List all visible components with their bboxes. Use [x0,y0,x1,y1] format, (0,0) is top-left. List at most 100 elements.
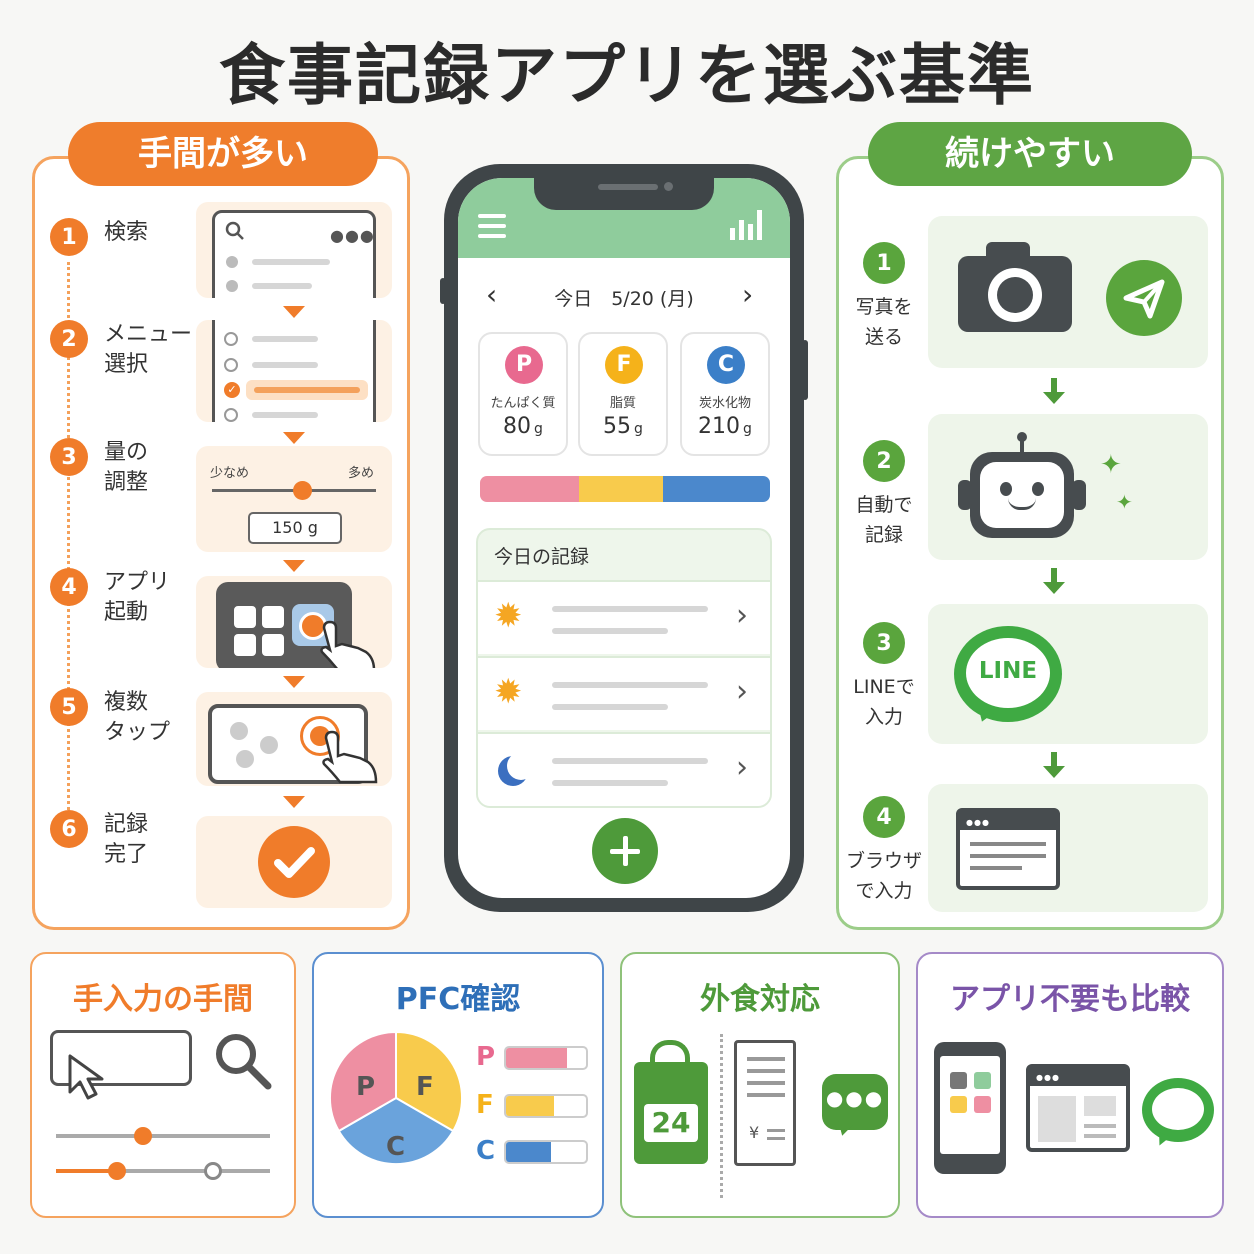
amount-slider-track[interactable] [212,481,376,500]
step-label: アプリ 起動 [104,570,171,625]
nutrient-value: 80 [503,414,532,439]
nutrient-unit: g [634,421,643,437]
step-number: 5 [50,688,88,726]
down-arrow-icon [283,560,305,572]
step-label: 自動で 記録 [855,494,913,546]
bag-number: 24 [651,1106,691,1139]
add-record-button[interactable] [592,818,658,884]
down-arrow-icon [1043,766,1065,778]
divider [720,1034,723,1198]
slider-min-label: 少なめ [210,466,250,481]
meal-row[interactable]: › [478,732,770,806]
message-bubble-icon [1142,1078,1214,1150]
slider-thumb[interactable] [204,1162,222,1180]
menu-icon[interactable] [478,214,506,238]
bar-label-f: F [476,1090,494,1120]
slider-thumb[interactable] [134,1127,152,1145]
nutrient-name: 脂質 [609,396,636,411]
receipt-icon: ¥ [734,1040,796,1166]
down-arrow-icon [283,432,305,444]
c-bar [504,1140,588,1164]
hassle-step-6: 6 記録 完了 [50,810,148,870]
manual-input-card: 手入力の手間 [30,952,296,1218]
eating-out-card: 外食対応 24 ¥ ●●● [620,952,900,1218]
arrow-stem [1051,752,1057,766]
step-number: 1 [50,218,88,256]
search-icon [225,221,244,240]
stats-icon[interactable] [730,208,766,240]
step-number: 3 [50,438,88,476]
amount-value-field[interactable]: 150 g [248,512,342,544]
eating-out-title: 外食対応 [700,982,820,1017]
amount-slider-thumb[interactable] [293,481,313,500]
prev-day-icon[interactable]: ‹ [486,278,498,311]
hassle-step-3: 3 量の 調整 [50,438,148,498]
shopping-bag-icon: 24 [634,1040,708,1164]
step-label: 複数 タップ [104,690,171,745]
nutrient-badge-icon: F [605,346,643,384]
pie-label-c: C [386,1132,406,1162]
hassle-step-2: 2 メニュー 選択 [50,320,192,380]
bar-label-c: C [476,1136,496,1166]
chevron-right-icon: › [736,750,748,785]
pie-label-p: P [356,1072,376,1102]
step-number: 3 [863,622,905,664]
nutrient-unit: g [534,421,543,437]
step-label: 検索 [104,220,149,245]
next-day-icon[interactable]: › [742,278,754,311]
cursor-arrow-icon [68,1054,104,1100]
hand-pointer-icon [322,730,378,784]
step-connector [67,262,70,822]
step-label: LINEで 入力 [853,676,915,728]
smartphone-icon [934,1042,1006,1174]
send-icon [1106,260,1182,336]
hassle-header: 手間が多い [68,122,378,186]
camera-icon [958,242,1072,332]
pie-label-f: F [416,1072,434,1102]
slider-track[interactable] [56,1134,270,1138]
bar-label-p: P [476,1042,496,1072]
checkmark-circle-icon [258,826,330,898]
easy-header: 続けやすい [868,122,1192,186]
robot-icon [958,452,1086,538]
phone-side-button [440,278,446,304]
daily-log-card: 今日の記録 ✹›✹›› [476,528,772,808]
easy-step-4: 4 ブラウザ で入力 [844,796,924,906]
step-label: 記録 完了 [104,812,149,867]
meal-row[interactable]: ✹› [478,580,770,654]
step-number: 1 [863,242,905,284]
browser-window-icon: ●●● [956,808,1060,890]
step-label: 写真を 送る [855,296,913,348]
record-complete-illustration [196,816,392,908]
no-app-compare-title: アプリ不要も比較 [950,982,1190,1017]
sun-icon: ✹ [494,596,523,636]
step-number: 6 [50,810,88,848]
chevron-right-icon: › [736,674,748,709]
down-arrow-icon [283,676,305,688]
sun-icon: ✹ [494,672,523,712]
sparkle-icon: ✦ [1116,490,1133,514]
pfc-balance-bar [480,476,770,502]
nutrient-name: たんぱく質 [490,396,556,411]
easy-step-2: 2 自動で 記録 [844,440,924,550]
hassle-step-5: 5 複数 タップ [50,688,170,748]
chat-bubble-icon: ●●● [822,1074,888,1138]
slider-track[interactable] [56,1169,270,1173]
line-input-illustration: LINE [928,604,1208,744]
slider-thumb[interactable] [108,1162,126,1180]
hassle-step-4: 4 アプリ 起動 [50,568,170,628]
step-label: ブラウザ で入力 [845,850,922,902]
step-number: 4 [863,796,905,838]
pfc-bar-segment [480,476,579,502]
check-icon: ✓ [224,382,240,398]
date-label: 今日 5/20 (月) [554,288,694,310]
meal-row[interactable]: ✹› [478,656,770,730]
menu-select-illustration: ✓ [196,320,392,422]
chevron-right-icon: › [736,598,748,633]
step-number: 2 [863,440,905,482]
